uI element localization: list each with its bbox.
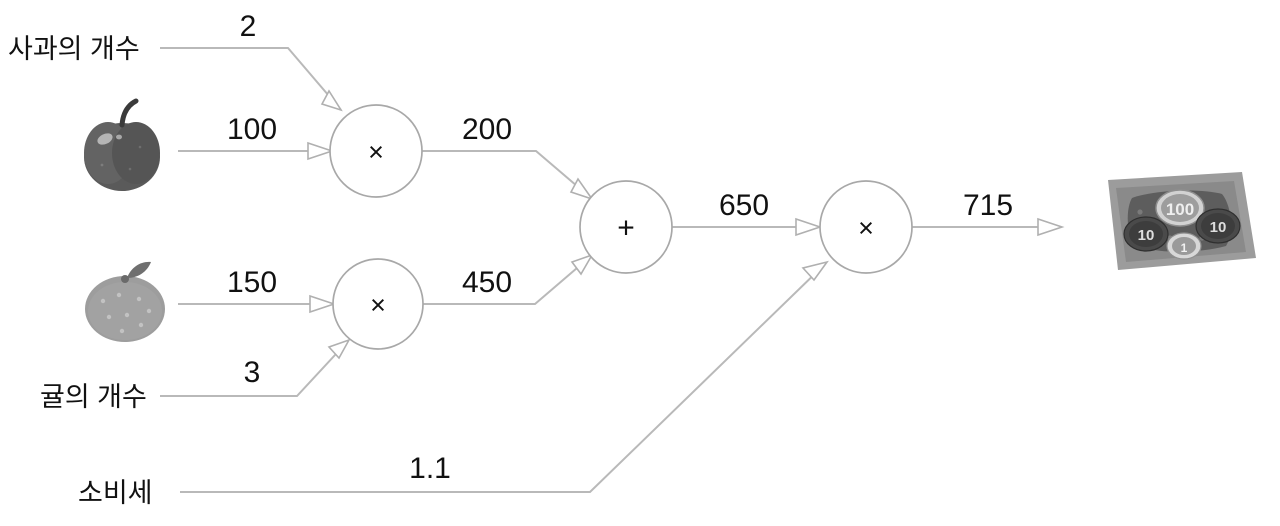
edge-label-apple-subtotal: 200: [462, 113, 512, 146]
input-label-apple-count: 사과의 개수: [8, 34, 140, 64]
multiply-node-tax[interactable]: ×: [819, 180, 913, 274]
tangerine-icon: [85, 261, 165, 342]
edge-final-total: [911, 217, 1065, 237]
add-node-subtotal[interactable]: +: [579, 180, 673, 274]
edge-label-tangerine-subtotal: 450: [462, 266, 512, 299]
add-node-subtotal-op: +: [617, 212, 635, 245]
apple-icon: [84, 101, 160, 191]
edge-tangerine-subtotal: [423, 253, 594, 305]
edge-tangerine-count: [160, 338, 351, 397]
multiply-node-tax-op: ×: [858, 213, 874, 243]
edge-label-tangerine-count: 3: [244, 356, 261, 389]
edge-label-apple-count: 2: [240, 10, 257, 43]
edge-label-sum-subtotal: 650: [719, 189, 769, 222]
input-label-tangerine-count: 귤의 개수: [40, 382, 147, 412]
edge-label-final-total: 715: [963, 189, 1013, 222]
multiply-node-tangerine-op: ×: [370, 290, 386, 320]
edge-label-tangerine-price: 150: [227, 266, 277, 299]
edge-consumption-tax: [180, 260, 829, 493]
edge-sum-subtotal: [672, 217, 823, 237]
edge-apple-subtotal: [421, 150, 595, 201]
edge-label-apple-price: 100: [227, 113, 277, 146]
coin-tray-icon: [1107, 171, 1257, 271]
multiply-node-apple-op: ×: [368, 137, 384, 167]
edge-apple-price: [178, 141, 335, 161]
edge-apple-count: [160, 47, 343, 112]
multiply-node-apple[interactable]: ×: [329, 104, 423, 198]
input-label-consumption-tax: 소비세: [78, 478, 153, 508]
multiply-node-tangerine[interactable]: ×: [332, 258, 424, 350]
edge-label-consumption-tax: 1.1: [409, 452, 451, 485]
edge-tangerine-price: [178, 294, 337, 314]
